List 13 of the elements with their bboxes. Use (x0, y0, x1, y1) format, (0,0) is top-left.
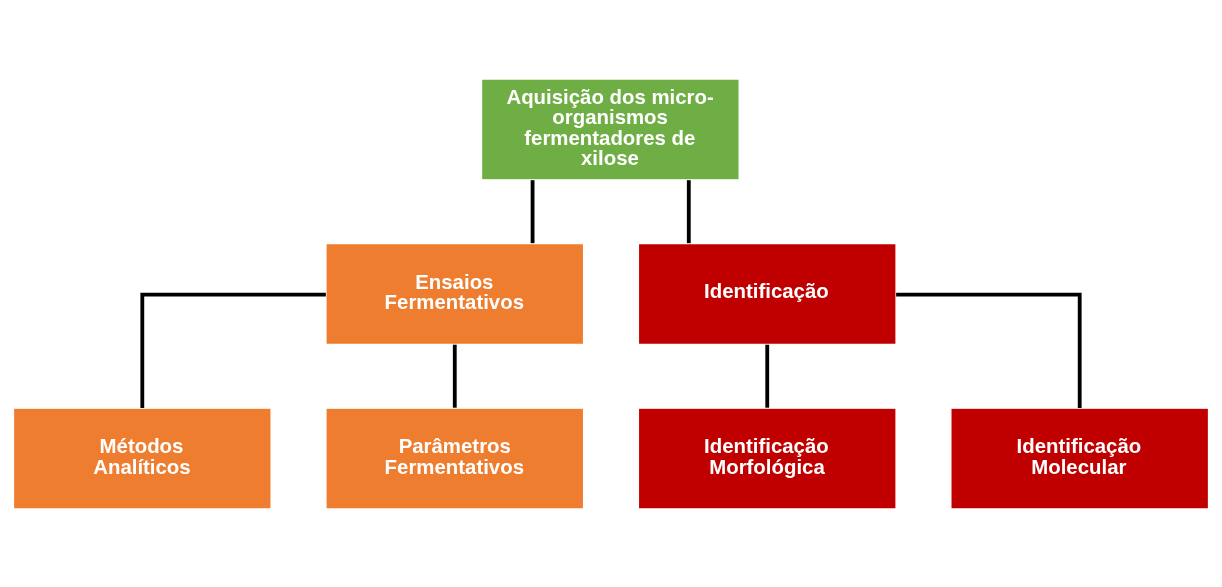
node-box: Identificação Morfológica (637, 407, 897, 510)
connector (765, 344, 770, 408)
connector (140, 292, 326, 408)
node-box: Métodos Analíticos (12, 407, 272, 510)
node-box: Identificação (637, 242, 897, 345)
connector (530, 179, 535, 243)
connector (686, 179, 691, 243)
node-box: Parâmetros Fermentativos (325, 407, 585, 510)
node-box: Identificação Molecular (950, 407, 1210, 510)
connector (452, 344, 457, 408)
node-box: Ensaios Fermentativos (325, 242, 585, 345)
connector (896, 292, 1082, 408)
node-box: Aquisição dos micro-organismos fermentadores de xilose (480, 77, 740, 180)
